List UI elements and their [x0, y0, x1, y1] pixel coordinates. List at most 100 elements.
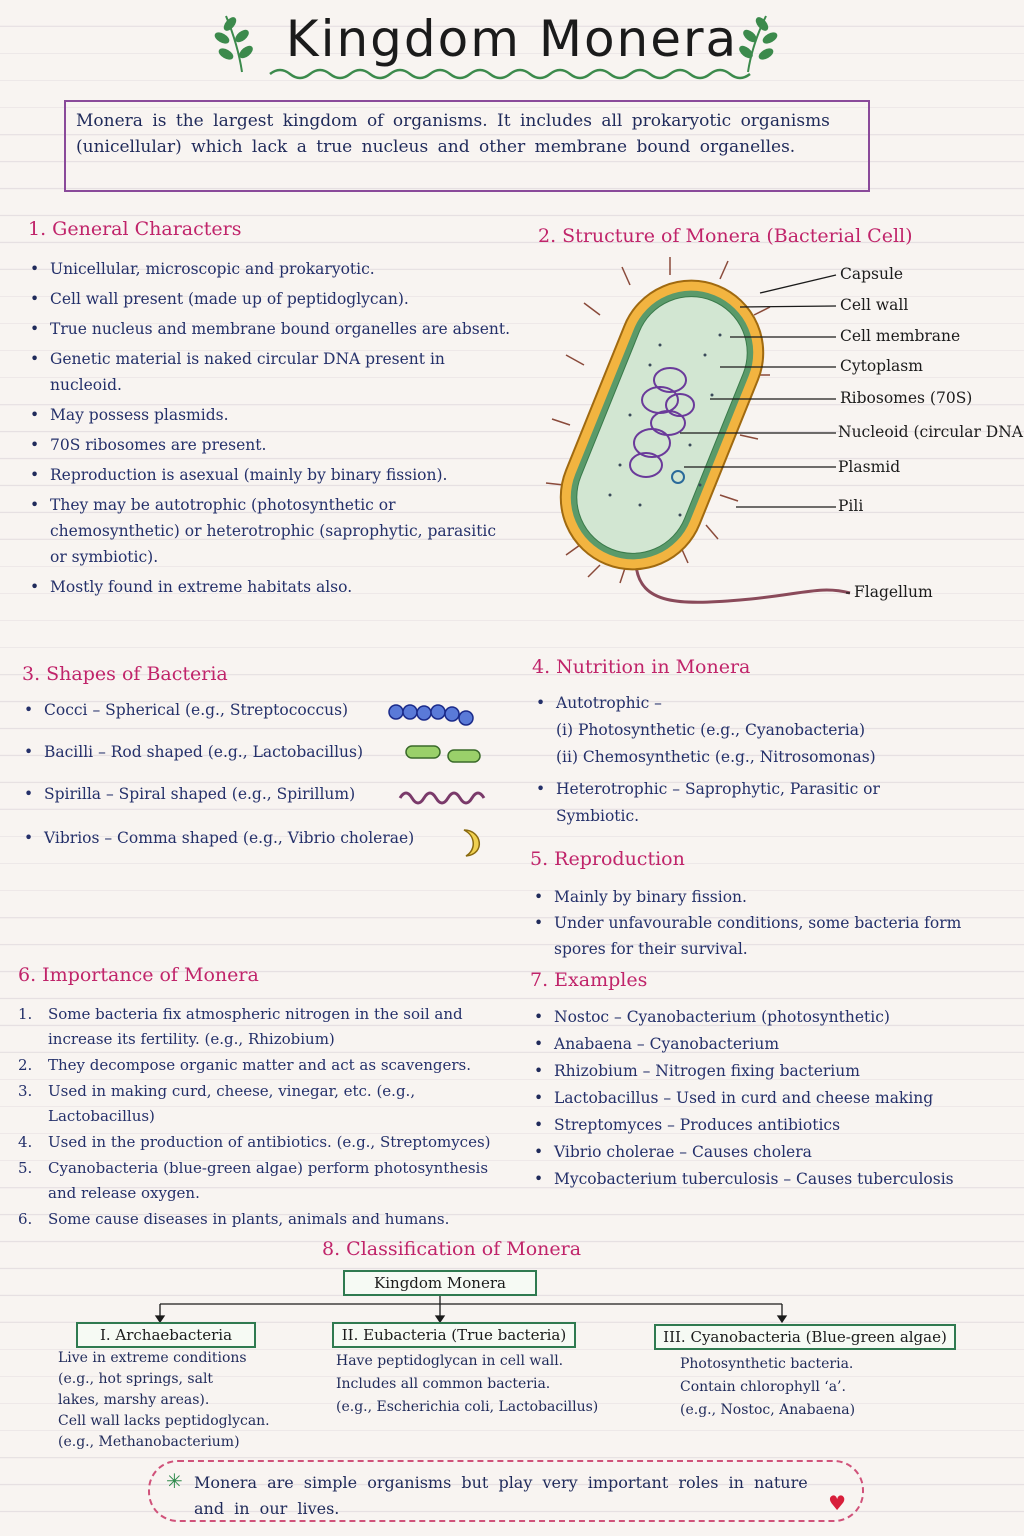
shape-text: Cocci – Spherical (e.g., Streptococcus)	[44, 701, 349, 719]
label-ribosomes: Ribosomes (70S)	[840, 389, 973, 407]
label-flagellum: Flagellum	[854, 583, 933, 601]
text-line: (e.g., Escherichia coli, Lactobacillus)	[336, 1399, 599, 1415]
ribosome-dots	[608, 333, 722, 517]
eubacteria-box: II. Eubacteria (True bacteria)	[332, 1322, 576, 1348]
reproduction-heading: 5. Reproduction	[530, 848, 685, 870]
intro-box: Monera is the largest kingdom of organis…	[64, 100, 870, 192]
bacilli-icon	[405, 745, 481, 763]
list-item: 2.They decompose organic matter and act …	[18, 1056, 471, 1074]
importance-list: 1.Some bacteria fix atmospheric nitrogen…	[18, 1002, 508, 1233]
label-cell-membrane: Cell membrane	[840, 327, 961, 345]
list-item: 5.Cyanobacteria (blue-green algae) perfo…	[18, 1159, 489, 1202]
cell-body	[559, 279, 765, 571]
label-cytoplasm: Cytoplasm	[840, 357, 923, 375]
nutrition-auto: Autotrophic –	[556, 694, 662, 712]
examples-list: Nostoc – Cyanobacterium (photosynthetic)…	[530, 1004, 1010, 1193]
list-item: Lactobacillus – Used in curd and cheese …	[530, 1085, 1010, 1111]
leaf-sprig-right-icon	[739, 15, 778, 73]
list-item: •Vibrios – Comma shaped (e.g., Vibrio ch…	[20, 826, 500, 868]
vibrio-icon	[463, 829, 480, 857]
label-cell-wall: Cell wall	[840, 296, 909, 314]
importance-heading: 6. Importance of Monera	[18, 964, 259, 986]
importance-text: They decompose organic matter and act as…	[48, 1056, 471, 1074]
text-line: (e.g., Methanobacterium)	[58, 1434, 240, 1450]
list-item: May possess plasmids.	[26, 402, 516, 428]
list-item: Unicellular, microscopic and prokaryotic…	[26, 256, 516, 282]
list-item: Rhizobium – Nitrogen fixing bacterium	[530, 1058, 1010, 1084]
list-item: •Spirilla – Spiral shaped (e.g., Spirill…	[20, 782, 500, 826]
label-nucleoid: Nucleoid (circular DNA)	[838, 423, 1024, 441]
general-heading: 1. General Characters	[28, 218, 242, 240]
text-line: (e.g., hot springs, salt	[58, 1371, 214, 1387]
nutrition-auto-ii: (ii) Chemosynthetic (e.g., Nitrosomonas)	[556, 748, 876, 766]
text-line: (e.g., Nostoc, Anabaena)	[680, 1402, 856, 1418]
heart-icon: ♥	[828, 1491, 846, 1515]
list-item: 4.Used in the production of antibiotics.…	[18, 1133, 491, 1151]
title-decoration	[214, 15, 778, 80]
leaf-sprig-left-icon	[214, 15, 253, 73]
label-pili: Pili	[838, 497, 864, 515]
page-title: Kingdom Monera	[285, 10, 739, 68]
list-item: •Bacilli – Rod shaped (e.g., Lactobacill…	[20, 740, 500, 782]
archaebacteria-box: I. Archaebacteria	[76, 1322, 256, 1348]
shape-text: Vibrios – Comma shaped (e.g., Vibrio cho…	[44, 829, 415, 847]
label-capsule: Capsule	[840, 265, 904, 283]
reproduction-list: Mainly by binary fission. Under unfavour…	[530, 884, 970, 966]
nutrition-heading: 4. Nutrition in Monera	[532, 656, 751, 678]
list-item: Genetic material is naked circular DNA p…	[26, 346, 516, 398]
spirilla-icon	[398, 791, 486, 805]
list-item: Reproduction is asexual (mainly by binar…	[26, 462, 516, 488]
list-item: Anabaena – Cyanobacterium	[530, 1031, 1010, 1057]
list-item: Mycobacterium tuberculosis – Causes tube…	[530, 1166, 1010, 1192]
shape-text: Spirilla – Spiral shaped (e.g., Spirillu…	[44, 785, 356, 803]
list-item: 6.Some cause diseases in plants, animals…	[18, 1210, 450, 1228]
text-line: Live in extreme conditions	[58, 1350, 247, 1366]
list-item: Mostly found in extreme habitats also.	[26, 574, 516, 600]
nutrition-auto-i: (i) Photosynthetic (e.g., Cyanobacteria)	[556, 721, 866, 739]
shapes-list: •Cocci – Spherical (e.g., Streptococcus)…	[20, 698, 500, 868]
text-line: lakes, marshy areas).	[58, 1392, 210, 1408]
text-line: Contain chlorophyll ‘a’.	[680, 1379, 846, 1395]
classification-connectors	[154, 1296, 788, 1324]
bacterial-cell-diagram	[545, 257, 851, 604]
importance-text: Some bacteria fix atmospheric nitrogen i…	[48, 1005, 463, 1048]
footer-note: ✳ Monera are simple organisms but play v…	[148, 1460, 864, 1522]
cyanobacteria-text: Photosynthetic bacteria. Contain chlorop…	[680, 1353, 960, 1422]
cyanobacteria-box: III. Cyanobacteria (Blue-green algae)	[654, 1324, 956, 1350]
flagellum-icon	[634, 564, 851, 604]
importance-text: Cyanobacteria (blue-green algae) perform…	[48, 1159, 489, 1202]
structure-heading: 2. Structure of Monera (Bacterial Cell)	[538, 225, 913, 247]
shapes-heading: 3. Shapes of Bacteria	[22, 663, 228, 685]
text-line: Includes all common bacteria.	[336, 1376, 551, 1392]
classification-root: Kingdom Monera	[343, 1270, 537, 1296]
list-item: Vibrio cholerae – Causes cholera	[530, 1139, 1010, 1165]
text-line: Have peptidoglycan in cell wall.	[336, 1353, 564, 1369]
list-item: True nucleus and membrane bound organell…	[26, 316, 516, 342]
importance-text: Used in the production of antibiotics. (…	[48, 1133, 491, 1151]
list-item: Nostoc – Cyanobacterium (photosynthetic)	[530, 1004, 1010, 1030]
footer-text: Monera are simple organisms but play ver…	[194, 1473, 808, 1518]
examples-heading: 7. Examples	[530, 969, 648, 991]
label-plasmid: Plasmid	[838, 458, 901, 476]
classification-heading: 8. Classification of Monera	[322, 1238, 582, 1260]
list-item: 70S ribosomes are present.	[26, 432, 516, 458]
text-line: Cell wall lacks peptidoglycan.	[58, 1413, 270, 1429]
list-item: They may be autotrophic (photosynthetic …	[26, 492, 516, 570]
list-item: Mainly by binary fission.	[530, 884, 970, 910]
star-icon: ✳	[166, 1469, 183, 1493]
nutrition-list: •Autotrophic – (i) Photosynthetic (e.g.,…	[532, 690, 1012, 830]
importance-text: Some cause diseases in plants, animals a…	[48, 1210, 450, 1228]
list-item: 3.Used in making curd, cheese, vinegar, …	[18, 1082, 416, 1125]
list-item: •Cocci – Spherical (e.g., Streptococcus)	[20, 698, 500, 740]
nutrition-hetero: Heterotrophic – Saprophytic, Parasitic o…	[556, 780, 880, 825]
importance-text: Used in making curd, cheese, vinegar, et…	[48, 1082, 416, 1125]
list-item: Streptomyces – Produces antibiotics	[530, 1112, 1010, 1138]
text-line: Photosynthetic bacteria.	[680, 1356, 854, 1372]
general-list: Unicellular, microscopic and prokaryotic…	[26, 256, 516, 604]
list-item: Cell wall present (made up of peptidogly…	[26, 286, 516, 312]
cocci-icon	[388, 704, 474, 726]
list-item: Under unfavourable conditions, some bact…	[530, 910, 970, 962]
archaebacteria-text: Live in extreme conditions (e.g., hot sp…	[58, 1348, 308, 1453]
pili-icon	[545, 257, 771, 584]
plasmid-icon	[671, 470, 685, 484]
